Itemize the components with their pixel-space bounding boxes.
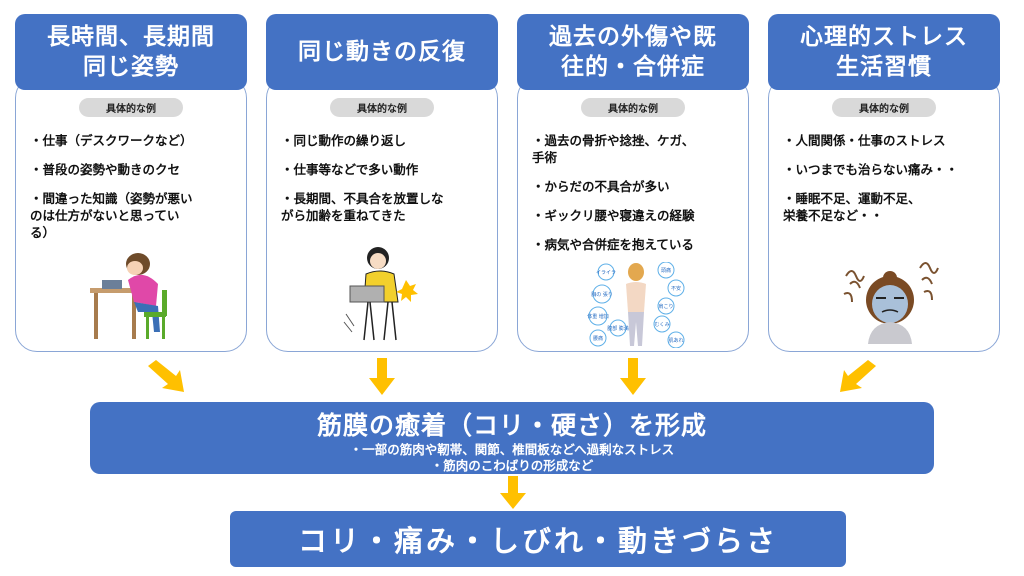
body-label: むくみ <box>654 322 669 328</box>
list-item: ・長期間、不具合を放置しな がら加齢を重ねてきた <box>281 191 444 223</box>
example-badge: 具体的な例 <box>581 98 685 117</box>
symptoms-box: コリ・痛み・しびれ・動きづらさ <box>230 511 846 567</box>
example-list: ・同じ動作の繰り返し ・仕事等などで多い動作 ・長期間、不具合を放置しな がら加… <box>281 132 487 236</box>
middle-title: 筋膜の癒着（コリ・硬さ）を形成 <box>316 411 707 440</box>
list-item: ・いつまでも治らない痛み・・ <box>783 162 959 177</box>
example-list: ・人間関係・仕事のストレス ・いつまでも治らない痛み・・ ・睡眠不足、運動不足、… <box>783 132 989 236</box>
body-label: イライラ <box>596 270 616 276</box>
cause-header-stress: 心理的ストレス 生活習慣 <box>768 14 1000 90</box>
cause-card-posture <box>15 76 247 352</box>
list-item: ・普段の姿勢や動きのクセ <box>30 162 181 177</box>
cause-header-trauma: 過去の外傷や既 往的・合併症 <box>517 14 749 90</box>
list-item: ・仕事（デスクワークなど） <box>30 133 193 148</box>
middle-subtext: ・一部の筋肉や靭帯、関節、椎間板などへ過剰なストレス <box>349 442 675 457</box>
example-list: ・過去の骨折や捻挫、ケガ、 手術 ・からだの不具合が多い ・ギックリ腰や寝違えの… <box>532 132 738 265</box>
fascia-adhesion-box: 筋膜の癒着（コリ・硬さ）を形成 ・一部の筋肉や靭帯、関節、椎間板などへ過剰なスト… <box>90 402 934 474</box>
body-label: 体重 増加 <box>587 313 609 320</box>
body-label: 不安 <box>671 285 681 292</box>
symptoms-title: コリ・痛み・しびれ・動きづらさ <box>297 524 778 558</box>
arrow-down-right-icon <box>148 360 184 392</box>
body-label: 胸の 張り <box>591 291 613 298</box>
body-label: 腹部 膨満 <box>607 325 629 332</box>
body-label: 肩こり <box>658 303 673 310</box>
cause-header-posture: 長時間、長期間 同じ姿勢 <box>15 14 247 90</box>
cause-header-repetition: 同じ動きの反復 <box>266 14 498 90</box>
arrow-down-icon <box>500 476 526 509</box>
list-item: ・人間関係・仕事のストレス <box>783 133 946 148</box>
list-item: ・間違った知識（姿勢が悪い のは仕方がないと思ってい る） <box>30 191 193 240</box>
example-badge: 具体的な例 <box>832 98 936 117</box>
example-list: ・仕事（デスクワークなど） ・普段の姿勢や動きのクセ ・間違った知識（姿勢が悪い… <box>30 132 236 253</box>
list-item: ・ギックリ腰や寝違えの経験 <box>532 208 695 223</box>
list-item: ・病気や合併症を抱えている <box>532 237 694 252</box>
desk-worker-illustration <box>90 253 167 339</box>
stressed-woman-illustration <box>843 262 939 344</box>
middle-subtext: ・筋肉のこわばりの形成など <box>430 458 594 473</box>
list-item: ・からだの不具合が多い <box>532 179 670 194</box>
body-label: 頭痛 <box>661 267 671 274</box>
list-item: ・睡眠不足、運動不足、 栄養不足など・・ <box>783 191 921 223</box>
body-symptoms-illustration: イライラ 頭痛 不安 肩こり 胸の 張り 体重 増加 腹部 膨満 むくみ 腰痛 … <box>587 262 685 348</box>
list-item: ・仕事等などで多い動作 <box>281 162 419 177</box>
body-label: 肌あれ <box>668 338 683 344</box>
arrow-down-icon <box>369 358 395 395</box>
example-badge: 具体的な例 <box>330 98 434 117</box>
body-label: 腰痛 <box>593 335 603 342</box>
example-badge: 具体的な例 <box>79 98 183 117</box>
list-item: ・同じ動作の繰り返し <box>281 133 407 148</box>
lifting-person-illustration <box>343 247 418 341</box>
arrow-down-left-icon <box>840 360 876 392</box>
list-item: ・過去の骨折や捻挫、ケガ、 手術 <box>532 133 695 165</box>
arrow-down-icon <box>620 358 646 395</box>
